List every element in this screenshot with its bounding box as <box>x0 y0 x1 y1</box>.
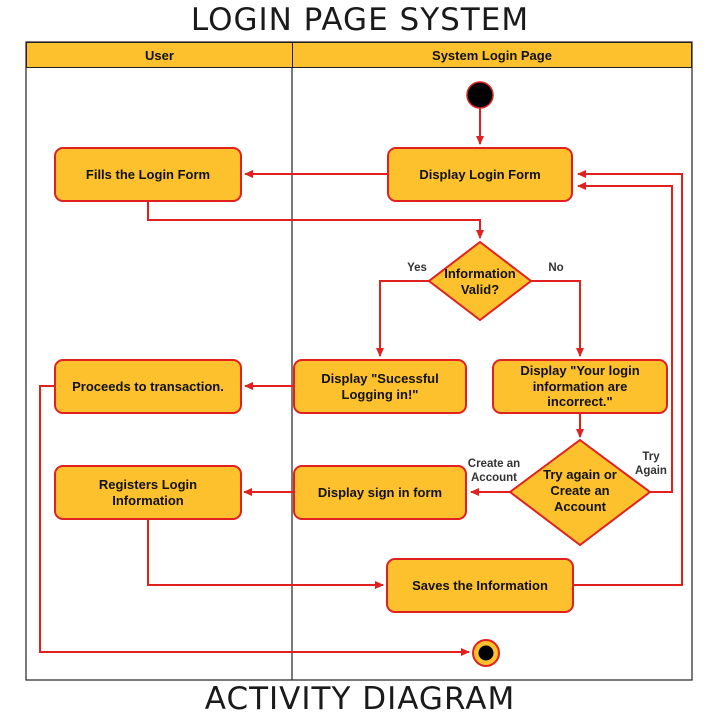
diagram-title: LOGIN PAGE SYSTEM <box>190 2 530 38</box>
action-display-incorrect: Display "Your login information are inco… <box>492 359 668 414</box>
guard-no: No <box>548 262 564 274</box>
end-node-inner <box>478 645 494 661</box>
action-display-success: Display "Sucessful Logging in!" <box>293 359 467 414</box>
action-fills-login-form: Fills the Login Form <box>54 147 242 202</box>
edge-proceeds-to-end <box>39 385 470 656</box>
action-display-login-form: Display Login Form <box>387 147 573 202</box>
edge-saves-to-display-login <box>574 170 683 586</box>
action-display-sign-in-form: Display sign in form <box>293 465 467 520</box>
edge-tryagain-try-again <box>577 182 673 493</box>
decision-label-try-again: Try again or Create an Account <box>543 467 617 514</box>
decision-try-again <box>508 438 652 547</box>
action-registers-login: Registers Login Information <box>54 465 242 520</box>
start-node <box>466 81 494 109</box>
edge-decision-no <box>531 280 584 357</box>
edge-fills-to-decision <box>147 201 484 239</box>
action-proceeds-transaction: Proceeds to transaction. <box>54 359 242 414</box>
edge-decision-yes <box>376 280 429 357</box>
decision-information-valid <box>427 240 533 322</box>
lane-header-user: User <box>26 42 293 68</box>
lane-header-system: System Login Page <box>292 42 692 68</box>
guard-create-account: Create an Account <box>467 458 521 484</box>
diagram-subtitle: ACTIVITY DIAGRAM <box>204 681 516 717</box>
action-saves-information: Saves the Information <box>386 558 574 613</box>
edges <box>39 108 683 656</box>
edge-registers-to-saves <box>147 520 384 589</box>
decision-label-information-valid: Information Valid? <box>444 266 516 297</box>
guard-try-again: Try Again <box>635 451 667 477</box>
guard-yes: Yes <box>407 262 427 274</box>
